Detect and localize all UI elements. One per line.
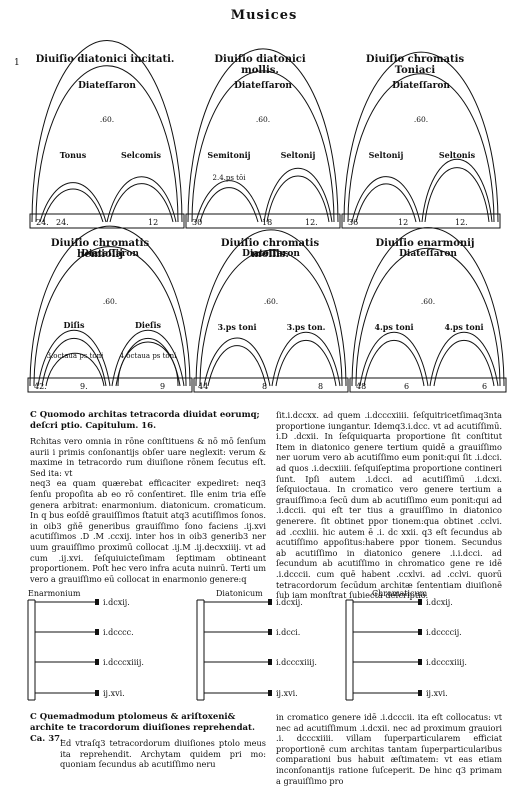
- diagram-2-arc-label: Diateſſaron: [234, 81, 292, 91]
- diagram-1-title: Diuiſio diatonici incitati.: [35, 54, 175, 65]
- diagram-3-arc-label: Diateſſaron: [392, 81, 450, 91]
- diagram-3-left-label: Seltonij: [369, 150, 404, 160]
- diagram-4-num: 9.: [80, 382, 88, 391]
- diagram-4-right-label: Dieſis: [135, 320, 162, 330]
- schema-3-label: i.dccccij.: [426, 628, 462, 637]
- diagram-5-num: 8: [318, 382, 323, 391]
- diagram-1-arcs: [29, 40, 185, 229]
- diagram-3-right-label: Seltonis: [439, 150, 476, 160]
- diagram-3-num: 12: [398, 218, 408, 227]
- diagram-1-right-label: Selcomis: [121, 150, 162, 160]
- left-text-column: Rchitas vero omnia in rōne conſtituens &…: [30, 436, 266, 584]
- schema-1-title: Enarmonium: [28, 589, 81, 598]
- diagram-1-num: 12: [148, 218, 158, 227]
- diagram-4-inner-left: 3.octaua ps toni: [47, 352, 105, 360]
- diagram-2-ratio: .60.: [256, 115, 270, 124]
- diagram-3-ratio: .60.: [414, 115, 428, 124]
- schema-1-label: i.dcccxiiij.: [103, 658, 144, 667]
- bottom-right-text: in cromatico genere idē .i.dcccii. ita e…: [276, 712, 502, 786]
- diagram-6-title: Diuiſio enarmonij: [375, 238, 475, 249]
- diagram-5-num: 8: [262, 382, 267, 391]
- diagram-4-inner-right: 4.octaua ps toni: [120, 352, 178, 360]
- schema-2-label: ij.xvi.: [276, 689, 298, 698]
- bottom-left-text: Ed vtraſq3 tetracordorum diuiſiones ptol…: [60, 738, 266, 770]
- diagram-2-num: 30: [192, 218, 202, 227]
- diagram-4-num: 42.: [34, 382, 47, 391]
- schema-3-label: i.dcxij.: [426, 598, 453, 607]
- schema-3-title: Chromaticum: [372, 589, 428, 598]
- diagram-4-ratio: .60.: [103, 297, 117, 306]
- folio-number: 1: [14, 58, 20, 68]
- diagram-2-num: 12.: [305, 218, 318, 227]
- diagram-2-arcs: [185, 48, 341, 229]
- schema-lines: [27, 599, 418, 701]
- diagram-5-left-label: 3.ps toni: [217, 322, 256, 332]
- diagram-1-ratio: .60.: [100, 115, 114, 124]
- diagram-6-arc-label: Diateſſaron: [399, 249, 457, 259]
- diagram-6-num: 6: [482, 382, 487, 391]
- chapter-16-heading: C Quomodo architas tetracorda diuidat eo…: [30, 410, 260, 431]
- diagram-4-left-label: Diſis: [64, 320, 85, 330]
- diagram-1-num: 24.: [36, 218, 49, 227]
- diagram-1-arc-label: Diateſſaron: [78, 81, 136, 91]
- diagram-2-num: 18: [262, 218, 272, 227]
- diagram-4-title: Diuiſio chromatis hemiolij: [50, 238, 150, 260]
- diagram-4-arc-label: Diateſſaron: [81, 249, 139, 259]
- schema-2-title: Diatonicum: [216, 589, 263, 598]
- diagram-5-arcs: [193, 229, 349, 393]
- schema-2-label: i.dcci.: [276, 628, 300, 637]
- diagram-3-arcs: [341, 51, 501, 229]
- schema-3-label: ij.xvi.: [426, 689, 448, 698]
- diagram-5-title: Diuiſio chromatis mollis.: [220, 238, 320, 260]
- diagram-5-ratio: .60.: [264, 297, 278, 306]
- diagram-6-arcs: [349, 227, 507, 393]
- diagram-2-left-label: Semitonij: [207, 150, 250, 160]
- schema-1-label: i.dcccc.: [103, 628, 134, 637]
- diagram-6-num: 48: [356, 382, 366, 391]
- schema-2-label: i.dcxij.: [276, 598, 303, 607]
- schema-3-label: i.dcccxiiij.: [426, 658, 467, 667]
- diagram-4-arcs: [27, 225, 193, 393]
- diagram-3-title: Diuiſio chromatis Toniaci: [365, 54, 465, 76]
- diagram-2-title: Diuiſio diatonici mollis.: [214, 54, 306, 76]
- diagram-6-ratio: .60.: [421, 297, 435, 306]
- diagram-2-right-label: Seltonij: [281, 150, 316, 160]
- chapter-37-heading: C Quemadmodum ptolomeus & ariſtoxeni& ar…: [30, 712, 255, 744]
- diagram-5-right-label: 3.ps ton.: [287, 322, 326, 332]
- diagram-1-num: 24.: [56, 218, 69, 227]
- diagram-6-right-label: 4.ps toni: [444, 322, 483, 332]
- diagram-1-left-label: Tonus: [60, 150, 87, 160]
- running-head: Musices: [230, 8, 298, 23]
- diagram-3-num: 36: [348, 218, 358, 227]
- schema-2-label: i.dcccxiiij.: [276, 658, 317, 667]
- schema-1-label: i.dcxij.: [103, 598, 130, 607]
- diagram-4-num: 9: [160, 382, 165, 391]
- schema-1-label: ij.xvi.: [103, 689, 125, 698]
- right-text-column: ſit.i.dccxx. ad quem .i.dcccxiiii. ſeſqu…: [276, 410, 502, 601]
- diagram-6-num: 6: [404, 382, 409, 391]
- diagram-6-left-label: 4.ps toni: [374, 322, 413, 332]
- diagram-5-num: 44: [198, 382, 208, 391]
- left-paragraph: neq3 ea quam quærebat efficaciter expedi…: [30, 478, 266, 584]
- diagram-3-num: 12.: [455, 218, 468, 227]
- diagram-5-arc-label: Diateſſaron: [242, 249, 300, 259]
- diagram-2-inner-label: 2.4.ps tōi: [213, 174, 247, 182]
- left-paragraph: Rchitas vero omnia in rōne conſtituens &…: [30, 436, 266, 478]
